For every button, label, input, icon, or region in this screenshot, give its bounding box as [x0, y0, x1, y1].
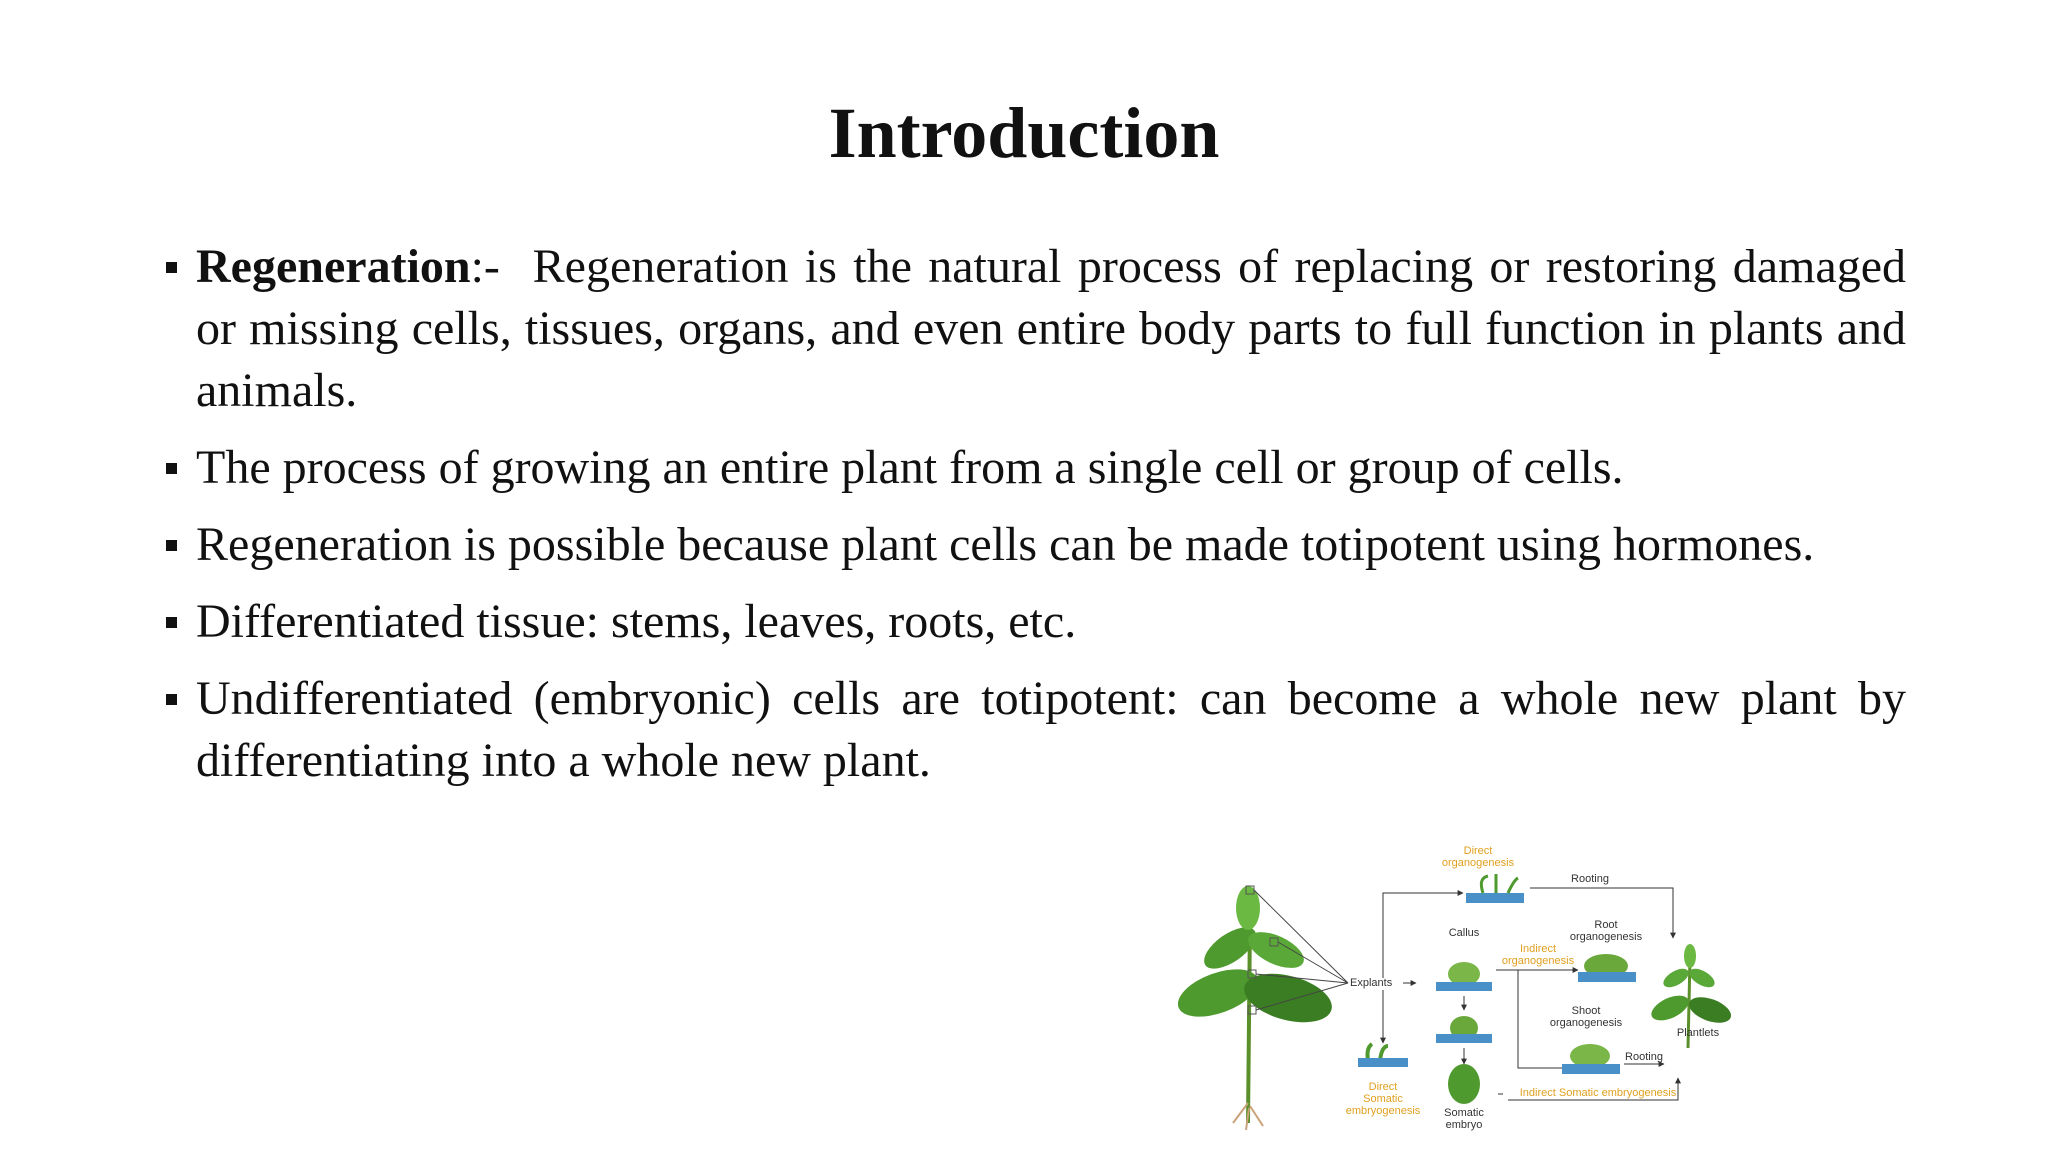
callus-dish-icon: [1436, 962, 1492, 991]
bullet-separator: :-: [470, 240, 500, 293]
bullet-item: Undifferentiated (embryonic) cells are t…: [162, 668, 1906, 792]
bullet-text: Undifferentiated (embryonic) cells are t…: [196, 672, 1906, 787]
square-bullet-icon: [166, 694, 177, 705]
callus-dish-2-icon: [1436, 1016, 1492, 1043]
bullet-text: Differentiated tissue: stems, leaves, ro…: [196, 595, 1077, 648]
bullet-text: Regeneration is the natural process of r…: [196, 240, 1918, 417]
bullet-item: Regeneration:- Regeneration is the natur…: [162, 236, 1906, 422]
bullet-list: Regeneration:- Regeneration is the natur…: [162, 236, 1906, 807]
rooting-bottom-label: Rooting: [1625, 1051, 1663, 1063]
square-bullet-icon: [166, 262, 177, 273]
callus-label: Callus: [1449, 927, 1480, 939]
root-organogenesis-dish-icon: [1578, 954, 1636, 982]
bullet-text: The process of growing an entire plant f…: [196, 441, 1624, 494]
bullet-item: The process of growing an entire plant f…: [162, 437, 1906, 499]
direct-somatic-dish-icon: [1358, 1042, 1408, 1067]
slide-title: Introduction: [828, 93, 1220, 173]
explants-label: Explants: [1350, 977, 1393, 989]
bullet-lead: Regeneration: [196, 240, 471, 293]
direct-organogenesis-dish-icon: [1466, 874, 1524, 903]
plantlets-label: Plantlets: [1677, 1027, 1720, 1039]
source-plant-icon: [1178, 885, 1332, 1131]
rooting-top-label: Rooting: [1571, 873, 1609, 885]
plantlet-icon: [1651, 944, 1732, 1049]
bullet-item: Differentiated tissue: stems, leaves, ro…: [162, 591, 1906, 653]
square-bullet-icon: [166, 540, 177, 551]
indirect-somatic-embryogenesis-label: Indirect Somatic embryogenesis: [1520, 1087, 1677, 1099]
square-bullet-icon: [166, 617, 177, 628]
square-bullet-icon: [166, 463, 177, 474]
bullet-text: Regeneration is possible because plant c…: [196, 518, 1815, 571]
bullet-item: Regeneration is possible because plant c…: [162, 514, 1906, 576]
shoot-organogenesis-dish-icon: [1562, 1044, 1620, 1074]
somatic-embryo-icon: [1448, 1064, 1480, 1104]
